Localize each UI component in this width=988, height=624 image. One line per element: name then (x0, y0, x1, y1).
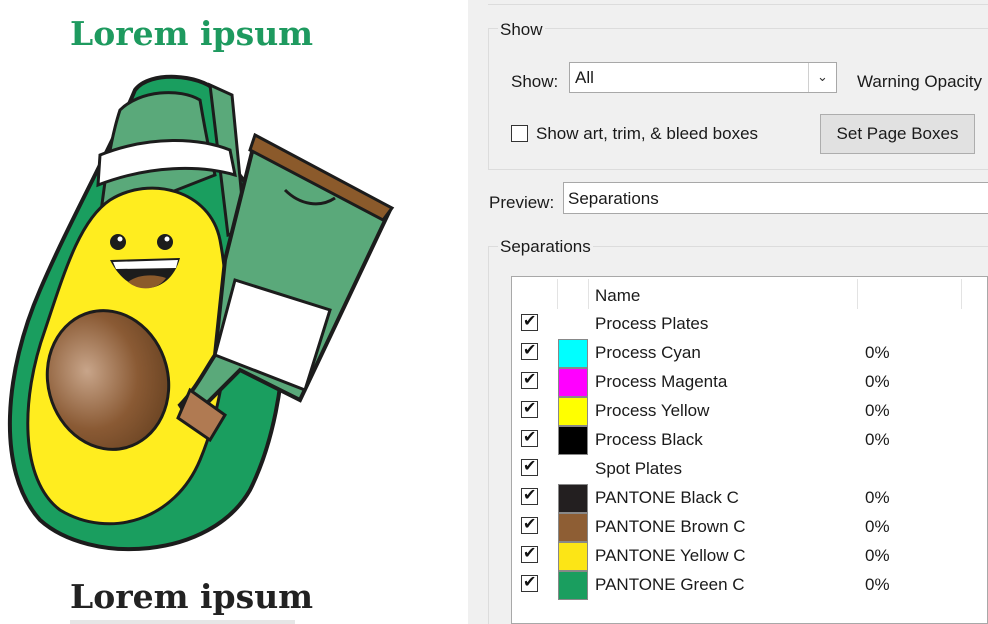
column-divider (588, 279, 589, 309)
color-swatch (558, 571, 588, 600)
column-divider (557, 279, 558, 309)
separations-group-label: Separations (498, 237, 593, 257)
color-swatch (558, 426, 588, 455)
document-preview: Lorem ipsum (0, 0, 468, 624)
plate-checkbox[interactable] (521, 543, 538, 563)
plate-checkbox[interactable] (521, 514, 538, 534)
set-page-boxes-button[interactable]: Set Page Boxes (820, 114, 975, 154)
plate-name: Process Plates (595, 314, 709, 333)
show-group-label: Show (498, 20, 545, 40)
name-column-header[interactable]: Name (595, 286, 641, 305)
preview-heading-bottom: Lorem ipsum (70, 577, 314, 616)
plate-checkbox[interactable] (521, 572, 538, 592)
plate-coverage: 0% (865, 372, 890, 391)
list-item[interactable]: Process Yellow 0% (512, 397, 987, 426)
list-item[interactable]: Process Cyan 0% (512, 339, 987, 368)
show-group (488, 28, 988, 170)
preview-label: Preview: (489, 193, 555, 212)
plate-checkbox[interactable] (521, 311, 538, 331)
avocado-illustration (8, 74, 395, 552)
plate-checkbox[interactable] (521, 485, 538, 505)
plate-name: Process Magenta (595, 372, 728, 391)
preview-dropdown[interactable]: Separations (563, 182, 988, 214)
list-item[interactable]: PANTONE Green C 0% (512, 571, 987, 600)
plate-checkbox[interactable] (521, 456, 538, 476)
column-divider (857, 279, 858, 309)
list-item[interactable]: Process Black 0% (512, 426, 987, 455)
show-dropdown-value: All (575, 68, 594, 87)
color-swatch (558, 368, 588, 397)
plate-name: Process Black (595, 430, 703, 449)
list-item[interactable]: PANTONE Brown C 0% (512, 513, 987, 542)
list-header: Name (512, 277, 987, 311)
list-item[interactable]: PANTONE Yellow C 0% (512, 542, 987, 571)
preview-dropdown-value: Separations (568, 189, 659, 208)
top-divider (488, 0, 988, 5)
show-boxes-label: Show art, trim, & bleed boxes (536, 124, 759, 143)
plate-name: PANTONE Green C (595, 575, 745, 594)
color-swatch (558, 339, 588, 368)
plate-coverage: 0% (865, 517, 890, 536)
warning-opacity-label: Warning Opacity (857, 72, 983, 91)
plate-name: PANTONE Brown C (595, 517, 746, 536)
list-item[interactable]: Process Plates (512, 310, 987, 339)
list-item[interactable]: PANTONE Black C 0% (512, 484, 987, 513)
color-swatch (558, 397, 588, 426)
text-underline-bar (70, 620, 295, 624)
plate-coverage: 0% (865, 401, 890, 420)
plate-checkbox[interactable] (521, 398, 538, 418)
separations-group (488, 246, 988, 624)
plate-name: Spot Plates (595, 459, 682, 478)
plate-name: Process Yellow (595, 401, 710, 420)
show-dropdown[interactable]: All ⌄ (569, 62, 837, 93)
separations-list: Name Process Plates Process Cyan 0% Proc… (511, 276, 988, 624)
column-divider (961, 279, 962, 309)
output-preview-panel: Show Show: All ⌄ Warning Opacity Show ar… (468, 0, 988, 624)
plate-name: PANTONE Yellow C (595, 546, 746, 565)
plate-coverage: 0% (865, 575, 890, 594)
list-item[interactable]: Process Magenta 0% (512, 368, 987, 397)
preview-heading-top: Lorem ipsum (70, 14, 314, 53)
plate-checkbox[interactable] (521, 340, 538, 360)
plate-coverage: 0% (865, 430, 890, 449)
plate-coverage: 0% (865, 546, 890, 565)
plate-name: PANTONE Black C (595, 488, 739, 507)
plate-coverage: 0% (865, 488, 890, 507)
show-label: Show: (511, 72, 559, 91)
plate-checkbox[interactable] (521, 427, 538, 447)
plate-name: Process Cyan (595, 343, 701, 362)
color-swatch (558, 513, 588, 542)
color-swatch (558, 484, 588, 513)
chevron-down-icon[interactable]: ⌄ (808, 63, 836, 92)
list-item[interactable]: Spot Plates (512, 455, 987, 484)
show-boxes-checkbox[interactable] (511, 125, 528, 142)
plate-coverage: 0% (865, 343, 890, 362)
plate-checkbox[interactable] (521, 369, 538, 389)
color-swatch (558, 542, 588, 571)
